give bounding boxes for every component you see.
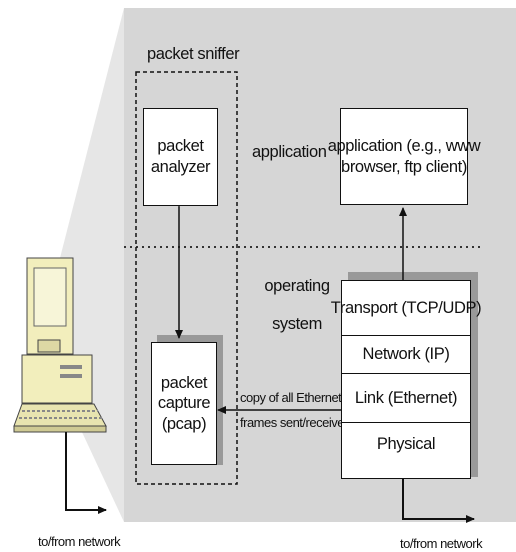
to-from-network-right-label: to/from network bbox=[400, 536, 482, 552]
packet-analyzer-label-2: analyzer bbox=[151, 157, 210, 178]
packet-capture-label-2: capture bbox=[158, 393, 210, 414]
application-box-label-2: browser, ftp client) bbox=[341, 157, 467, 178]
computer-drive bbox=[60, 365, 82, 369]
computer-monitor-base bbox=[38, 340, 60, 352]
computer-keyboard-edge bbox=[14, 426, 106, 432]
computer-tower bbox=[22, 355, 92, 403]
application-layer-label: application bbox=[252, 142, 324, 163]
packet-capture-label-1: packet bbox=[161, 373, 207, 394]
application-box-label-1: application (e.g., www bbox=[328, 136, 481, 157]
stack-link-label: Link (Ethernet) bbox=[355, 388, 457, 409]
copy-note-label-2: frames sent/received bbox=[240, 415, 340, 431]
stack-layer-physical: Physical bbox=[342, 423, 470, 465]
operating-system-label-2: system bbox=[262, 314, 332, 335]
stack-layer-network: Network (IP) bbox=[342, 336, 470, 374]
stack-layer-transport: Transport (TCP/UDP) bbox=[342, 281, 470, 336]
packet-capture-box: packet capture (pcap) bbox=[151, 342, 217, 465]
application-box: application (e.g., www browser, ftp clie… bbox=[340, 108, 468, 205]
stack-transport-label: Transport (TCP/UDP) bbox=[331, 298, 481, 319]
computer-keyboard bbox=[14, 404, 106, 426]
to-from-network-left-label: to/from network bbox=[38, 534, 120, 550]
stack-physical-label: Physical bbox=[377, 434, 435, 455]
packet-sniffer-label: packet sniffer bbox=[147, 44, 239, 65]
computer-screen bbox=[34, 268, 66, 326]
protocol-stack: Transport (TCP/UDP) Network (IP) Link (E… bbox=[341, 280, 471, 479]
packet-analyzer-box: packet analyzer bbox=[143, 108, 218, 206]
copy-note-label-1: copy of all Ethernet bbox=[240, 390, 340, 406]
packet-analyzer-label-1: packet bbox=[157, 136, 203, 157]
computer-drive-2 bbox=[60, 374, 82, 378]
stack-layer-link: Link (Ethernet) bbox=[342, 374, 470, 423]
operating-system-label-1: operating bbox=[262, 276, 332, 297]
packet-capture-label-3: (pcap) bbox=[162, 414, 206, 435]
stack-network-label: Network (IP) bbox=[363, 344, 450, 365]
